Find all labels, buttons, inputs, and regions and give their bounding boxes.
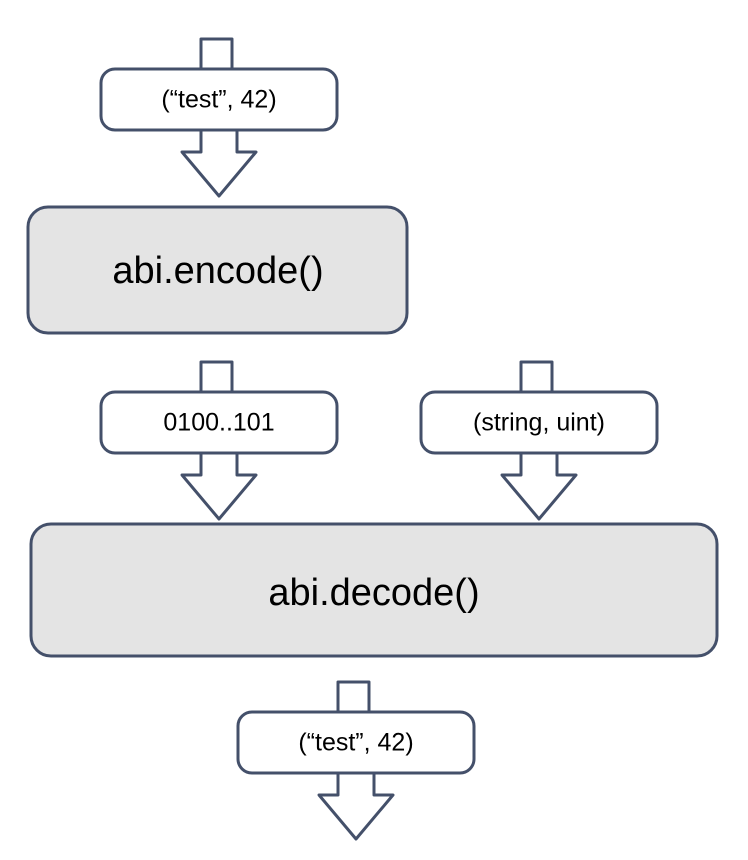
abi-decode-box[interactable]: [29, 522, 719, 658]
output-tuple-box[interactable]: [236, 710, 476, 775]
abi-decode-label: abi.decode(): [268, 572, 479, 614]
connector-stub-into-output: [336, 680, 371, 713]
encoded-bytes-box[interactable]: [99, 390, 339, 455]
connector-arrow-output-external: [317, 774, 395, 841]
node-input-tuple[interactable]: (“test”, 42): [99, 67, 339, 132]
input-tuple-label: (“test”, 42): [161, 86, 276, 114]
connector-stub-into-types: [519, 360, 554, 393]
type-tuple-box[interactable]: [419, 390, 659, 455]
connector-arrow-bytes-to-decode: [180, 454, 258, 521]
node-output-tuple[interactable]: (“test”, 42): [236, 710, 476, 775]
connector-arrow-types-to-decode: [500, 454, 578, 521]
encoded-bytes-label: 0100..101: [163, 409, 274, 437]
connector-arrow-input-to-encode: [180, 131, 258, 198]
connector-stub-into-bytes: [199, 360, 234, 393]
connector-stub-into-input: [199, 37, 234, 70]
abi-encode-box[interactable]: [26, 205, 409, 335]
node-type-tuple[interactable]: (string, uint): [419, 390, 659, 455]
node-encoded-bytes[interactable]: 0100..101: [99, 390, 339, 455]
node-abi-encode[interactable]: abi.encode(): [26, 205, 409, 335]
output-tuple-label: (“test”, 42): [298, 729, 413, 757]
type-tuple-label: (string, uint): [473, 409, 605, 437]
input-tuple-box[interactable]: [99, 67, 339, 132]
abi-encode-label: abi.encode(): [112, 250, 323, 292]
node-abi-decode[interactable]: abi.decode(): [29, 522, 719, 658]
